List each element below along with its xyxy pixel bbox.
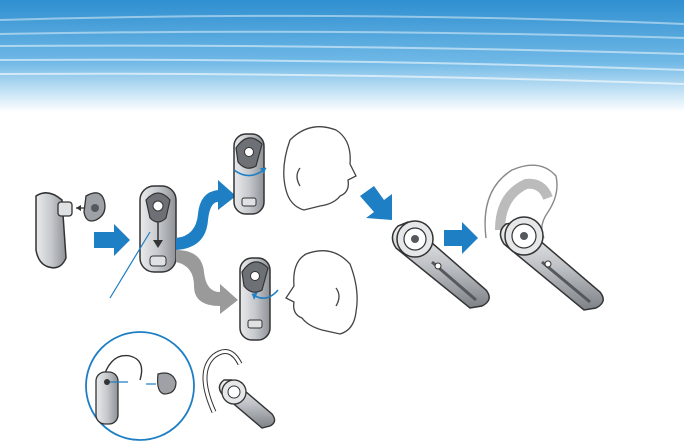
headset-fitted-icon: [392, 221, 489, 308]
head-right-profile-icon: [284, 127, 356, 210]
rotate-counterclockwise-icon: [240, 258, 278, 340]
head-left-profile-icon: [286, 251, 357, 334]
arrow-up-branch-icon: [176, 180, 236, 250]
headset-with-eartip-icon: [36, 193, 105, 268]
header-banner: [0, 0, 684, 112]
arrow-diagonal-icon: [360, 186, 392, 220]
headset-with-earloop-icon: [205, 352, 275, 429]
earloop-inset: [86, 332, 194, 440]
arrow-right-icon: [94, 224, 130, 256]
arrow-down-branch-icon: [176, 250, 238, 314]
headset-on-ear-icon: [485, 165, 603, 310]
arrow-right-icon-2: [444, 222, 478, 254]
rotate-clockwise-icon: [234, 134, 266, 214]
